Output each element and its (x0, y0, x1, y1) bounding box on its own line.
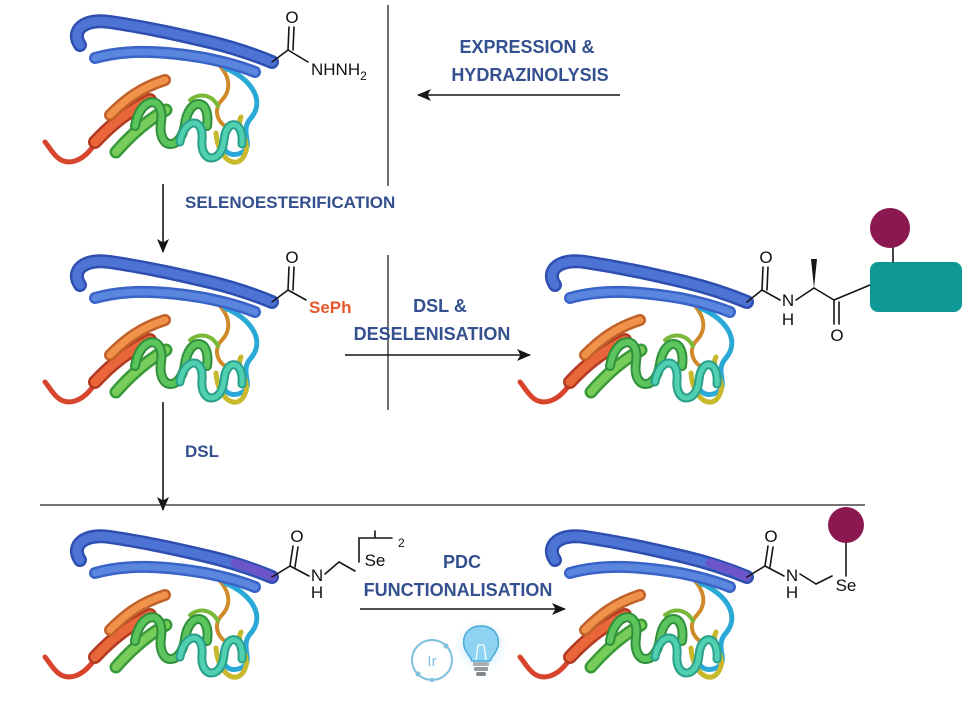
protein-ribbon-ligated (520, 261, 747, 402)
purple-segment (705, 558, 752, 582)
protein-block (870, 262, 962, 312)
methyl-wedge (811, 259, 817, 288)
protein-ribbon-functionalised (520, 536, 747, 677)
dimer-bracket (358, 530, 393, 563)
pdc-label-line1: PDC (443, 552, 481, 572)
diselenide-structure: O N H Se 2 (271, 527, 405, 602)
protein-ribbon-selenoester (45, 261, 272, 402)
lightbulb-icon (451, 616, 511, 676)
carbonyl-oxygen: O (285, 248, 298, 267)
carbonyl-oxygen: O (290, 527, 303, 546)
expression-label-line2: HYDRAZINOLYSIS (451, 65, 608, 85)
seph-group: SePh (309, 298, 352, 317)
expression-label-line1: EXPRESSION & (459, 37, 594, 57)
selenium-atom: Se (365, 551, 386, 570)
hydrazide-group: NHNH2 (311, 60, 367, 83)
purple-segment (230, 558, 277, 582)
catalyst-label: Ir (427, 653, 436, 670)
iridium-catalyst-icon: Ir (411, 639, 453, 682)
payload-circle (870, 208, 910, 248)
dimer-count: 2 (398, 536, 405, 550)
payload-circle (828, 507, 864, 543)
hydrazide-group-label: NHNH (311, 60, 360, 79)
pdc-label-line2: FUNCTIONALISATION (364, 580, 553, 600)
selenoesterification-label: SELENOESTERIFICATION (185, 193, 395, 212)
amide-hydrogen: H (786, 583, 798, 602)
ketone-oxygen: O (830, 326, 843, 345)
amide-nitrogen: N (782, 291, 794, 310)
amide-nitrogen: N (786, 566, 798, 585)
functionalised-structure: O N H Se (746, 507, 864, 602)
ligated-structure: O N H O (746, 208, 962, 345)
hydrazide-structure: O NHNH2 (271, 8, 367, 83)
amide-nitrogen: N (311, 566, 323, 585)
dsl-label: DSL (185, 442, 219, 461)
dsl-deselenisation-label-line1: DSL & (413, 296, 467, 316)
amide-hydrogen: H (782, 310, 794, 329)
carbonyl-oxygen: O (764, 527, 777, 546)
protein-ribbon-diselenide (45, 536, 272, 677)
dsl-deselenisation-label-line2: DESELENISATION (354, 324, 511, 344)
selenium-atom: Se (836, 576, 857, 595)
hydrazide-subscript: 2 (360, 69, 367, 83)
carbonyl-oxygen: O (285, 8, 298, 27)
carbonyl-oxygen: O (759, 248, 772, 267)
amide-hydrogen: H (311, 583, 323, 602)
protein-ribbon-hydrazide (45, 21, 272, 162)
selenoester-structure: O SePh (271, 248, 352, 317)
